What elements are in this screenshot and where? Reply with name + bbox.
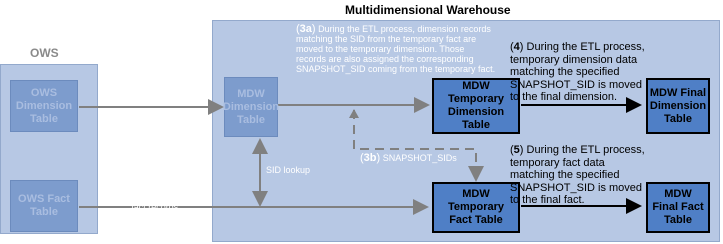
mdw-temp-fact-table[interactable]: MDW Temporary Fact Table	[432, 182, 520, 233]
step-4-note: (4) During the ETL process, temporary di…	[510, 41, 645, 103]
step-3a-number: 3a	[299, 23, 312, 35]
step-5-text: During the ETL process, temporary fact d…	[510, 144, 645, 206]
step-1-text: During the ETL process, SIDs are assigne…	[108, 68, 202, 108]
step-1-note: (1) During the ETL process, SIDs are ass…	[108, 67, 202, 109]
sid-lookup-label: SID lookup	[266, 165, 311, 175]
step-4-text: During the ETL process, temporary dimens…	[510, 41, 645, 103]
arrow-snapshot-sids	[353, 110, 484, 182]
mdw-dimension-table[interactable]: MDW Dimension Table	[223, 77, 279, 137]
step-3a-note: (3a) During the ETL process, dimension r…	[296, 23, 496, 75]
step-5-note: (5) During the ETL process, temporary fa…	[510, 144, 645, 206]
ows-dimension-table[interactable]: OWS Dimension Table	[10, 80, 78, 132]
step-1-number: 1	[120, 67, 127, 79]
ows-title: OWS	[30, 46, 59, 60]
step-2-note: (2) During the ETL process, SNAPSHOT_SID…	[102, 171, 210, 213]
warehouse-title: Multidimensional Warehouse	[345, 3, 511, 17]
step-3b-number: 3b	[363, 152, 377, 164]
mdw-final-fact-table[interactable]: MDW Final Fact Table	[646, 182, 710, 233]
mdw-final-dimension-table[interactable]: MDW Final Dimension Table	[646, 78, 710, 134]
mdw-temp-dimension-table[interactable]: MDW Temporary Dimension Table	[432, 78, 520, 134]
step-3b-text: SNAPSHOT_SIDs	[382, 153, 457, 163]
step-2-text: During the ETL process, SNAPSHOT_SID is …	[102, 172, 210, 212]
step-4-number: 4	[513, 41, 520, 53]
step-2-number: 2	[121, 171, 128, 183]
step-5-number: 5	[513, 144, 520, 156]
step-3b-note: (3b) SNAPSHOT_SIDs	[360, 152, 457, 164]
ows-fact-table[interactable]: OWS Fact Table	[10, 180, 78, 232]
step-3a-text: During the ETL process, dimension record…	[296, 24, 496, 74]
